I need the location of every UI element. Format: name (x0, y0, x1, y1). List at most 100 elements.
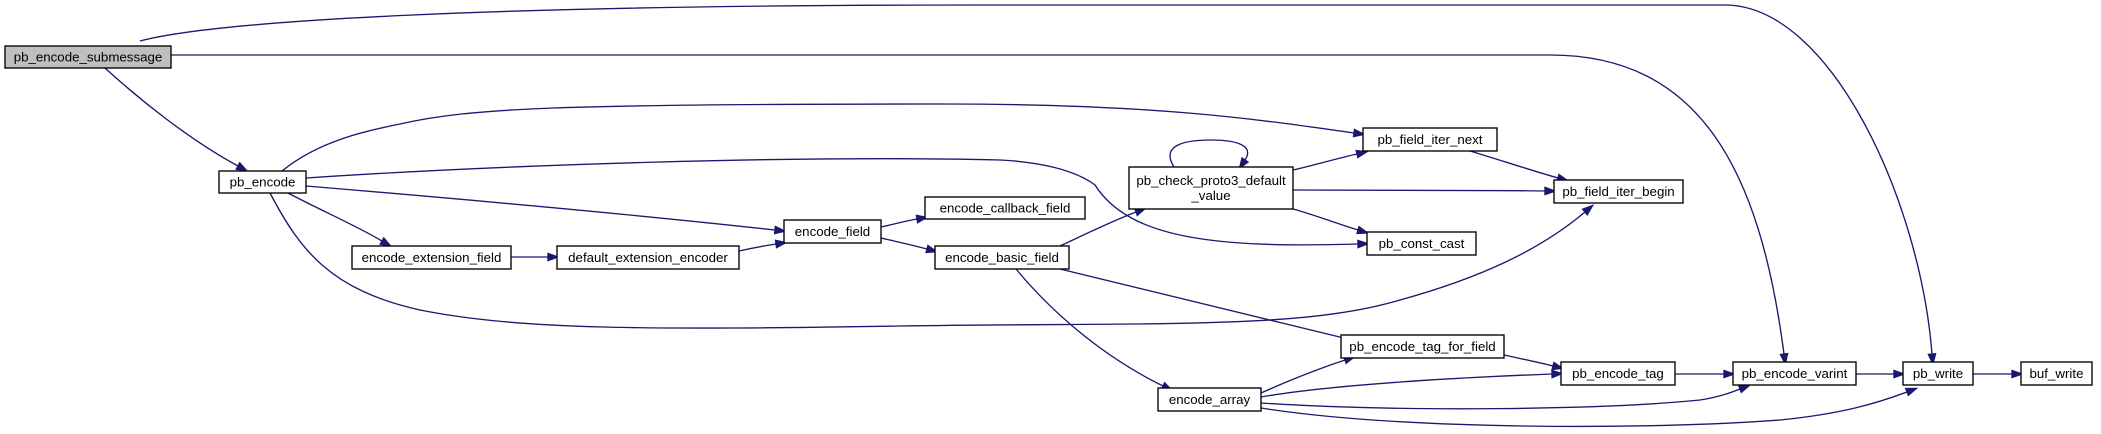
edge-line (1260, 391, 1908, 428)
arrowhead (1904, 387, 1919, 397)
node-label: encode_basic_field (945, 250, 1059, 265)
arrowhead (1356, 225, 1370, 235)
edge-pb-encode-to-encode-extension-field (287, 192, 393, 248)
node-box (1362, 127, 1498, 152)
node-pb-encode[interactable]: pb_encode (218, 170, 307, 194)
node-box (1560, 361, 1676, 386)
node-pb-encode-tag-for-field[interactable]: pb_encode_tag_for_field (1340, 334, 1505, 359)
nodes-layer: pb_encode_submessage pb_encode encode_exte… (4, 45, 2093, 412)
edge-pb-encode-submessage-to-pb-encode (104, 67, 249, 172)
node-buf-write[interactable]: buf_write (2020, 361, 2093, 386)
edge-pb-encode-submessage-to-pb-encode-varint (171, 54, 1789, 366)
edge-pb-check-proto3-default-value-to-pb-field-iter-begin (1292, 186, 1557, 196)
node-label: pb_encode_varint (1742, 366, 1848, 381)
node-label: pb_check_proto3_default (1136, 173, 1286, 188)
arrowhead (1927, 352, 1937, 366)
node-label: pb_const_cast (1379, 236, 1465, 251)
edges-layer (104, 4, 2024, 428)
node-box (1366, 231, 1477, 256)
node-box (1732, 361, 1857, 386)
edge-pb-encode-tag-to-pb-encode-varint (1675, 369, 1736, 379)
arrowhead (1238, 156, 1250, 170)
edge-line (880, 237, 928, 250)
node-pb-write[interactable]: pb_write (1902, 361, 1974, 386)
edge-pb-check-proto3-default-value-to-pb-const-cast (1292, 208, 1370, 235)
edge-line (1292, 153, 1358, 171)
arrowhead (1723, 369, 1736, 379)
node-label: pb_encode_submessage (14, 50, 163, 65)
arrowhead (1893, 369, 1906, 379)
node-label: buf_write (2030, 366, 2084, 381)
node-box (924, 196, 1086, 220)
edge-encode-basic-field-to-encode-array (1015, 268, 1174, 392)
edge-line (104, 67, 239, 167)
node-label: pb_encode_tag_for_field (1349, 339, 1495, 354)
edge-line (171, 54, 1785, 355)
arrowhead (915, 214, 929, 224)
node-label: pb_write (1913, 366, 1963, 381)
arrowhead (1737, 384, 1752, 394)
edge-line (1292, 208, 1359, 231)
edge-pb-encode-to-pb-field-iter-next (281, 103, 1366, 172)
node-encode-field[interactable]: encode_field (783, 219, 882, 244)
arrowhead (1779, 352, 1789, 366)
node-label: pb_encode (230, 175, 296, 190)
node-box (934, 245, 1070, 270)
arrowhead (1551, 361, 1565, 371)
node-label: pb_encode_tag (1572, 366, 1664, 381)
arrowhead (1357, 239, 1370, 249)
edge-line (1292, 189, 1546, 192)
arrowhead (379, 236, 393, 248)
arrowhead (1352, 128, 1366, 138)
edge-pb-encode-varint-to-pb-write (1856, 369, 1906, 379)
edge-line (1503, 354, 1554, 367)
node-default-extension-encoder[interactable]: default_extension_encoder (556, 245, 740, 270)
node-box (2020, 361, 2093, 386)
edge-line (287, 192, 383, 242)
node-label: encode_callback_field (940, 201, 1071, 216)
arrowhead (925, 244, 939, 254)
node-encode-basic-field[interactable]: encode_basic_field (934, 245, 1070, 270)
node-encode-callback-field[interactable]: encode_callback_field (924, 196, 1086, 220)
node-label: pb_field_iter_begin (1562, 184, 1674, 199)
edge-pb-encode-submessage-to-pb-write (139, 4, 1937, 366)
edge-default-extension-encoder-to-encode-field (738, 239, 788, 252)
node-encode-extension-field[interactable]: encode_extension_field (351, 245, 512, 270)
edge-line (880, 218, 918, 228)
edge-line (1169, 139, 1249, 168)
node-label: _value (1190, 188, 1230, 203)
node-box (1902, 361, 1974, 386)
node-box (218, 170, 307, 194)
edge-pb-check-proto3-default-value-to-pb-check-proto3-default-value (1169, 139, 1250, 170)
arrowhead (2011, 369, 2024, 379)
node-box (4, 45, 172, 69)
edge-line (1260, 388, 1741, 410)
node-label: default_extension_encoder (568, 250, 728, 265)
node-pb-encode-tag[interactable]: pb_encode_tag (1560, 361, 1676, 386)
node-encode-array[interactable]: encode_array (1157, 387, 1262, 412)
edge-encode-field-to-encode-basic-field (880, 237, 939, 254)
edge-line (1059, 268, 1353, 341)
node-pb-const-cast[interactable]: pb_const_cast (1366, 231, 1477, 256)
edge-encode-basic-field-to-pb-encode-tag-for-field (1059, 268, 1364, 345)
edge-encode-array-to-pb-encode-tag (1260, 369, 1564, 398)
arrowhead (774, 239, 788, 249)
edge-pb-check-proto3-default-value-to-pb-field-iter-next (1292, 149, 1369, 171)
edge-line (1015, 268, 1164, 387)
node-pb-field-iter-next[interactable]: pb_field_iter_next (1362, 127, 1498, 152)
edge-pb-encode-to-encode-field (305, 185, 787, 235)
edge-pb-encode-to-pb-field-iter-begin (269, 192, 1595, 329)
edge-line (1260, 359, 1346, 394)
node-box (1128, 166, 1294, 210)
node-pb-check-proto3-default-value[interactable]: pb_check_proto3_default_value (1128, 166, 1294, 210)
edge-line (281, 103, 1355, 172)
node-pb-encode-varint[interactable]: pb_encode_varint (1732, 361, 1857, 386)
arrowhead (1544, 186, 1557, 196)
node-pb-encode-submessage: pb_encode_submessage (4, 45, 172, 69)
node-label: encode_field (795, 224, 870, 239)
arrowhead (235, 161, 249, 172)
edge-line (305, 185, 776, 231)
edge-line (139, 4, 1933, 355)
node-pb-field-iter-begin[interactable]: pb_field_iter_begin (1553, 179, 1684, 204)
